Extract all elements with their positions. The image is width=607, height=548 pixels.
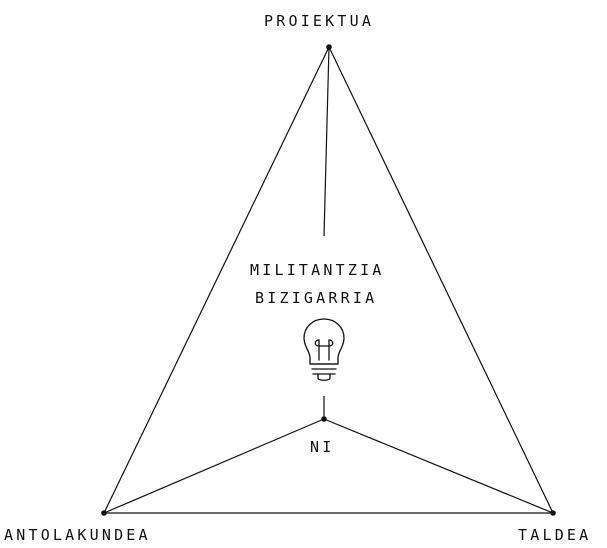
- center-label-line2: BIZIGARRIA: [255, 289, 378, 307]
- vertex-dot-top: [326, 44, 332, 50]
- spoke-top: [323, 46, 330, 237]
- spoke-right: [323, 418, 554, 514]
- spoke-left: [103, 418, 325, 514]
- vertex-dot-bottom-right: [550, 510, 556, 516]
- vertex-dot-bottom-left: [101, 510, 107, 516]
- vertex-label-top: PROIEKTUA: [264, 12, 375, 30]
- vertex-label-bottom-right: TALDEA: [518, 526, 592, 544]
- vertex-label-bottom-left: ANTOLAKUNDEA: [4, 526, 151, 544]
- inner-dot: [321, 416, 327, 422]
- outer-triangle: [103, 45, 554, 514]
- lightbulb-icon: [303, 318, 345, 381]
- center-label-line1: MILITANTZIA: [250, 261, 385, 279]
- inner-label: NI: [310, 438, 335, 456]
